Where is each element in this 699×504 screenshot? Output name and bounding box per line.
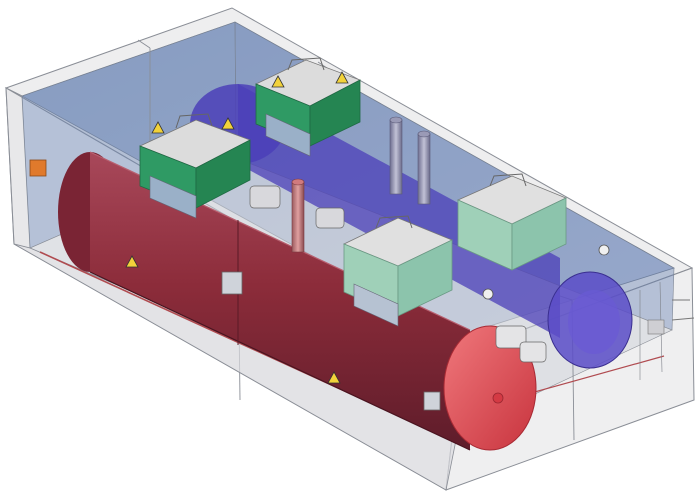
module-front-right: [457, 173, 567, 271]
exhaust-stacks: [291, 116, 431, 253]
module-back-center: [255, 57, 361, 157]
warning-marks: [125, 71, 349, 384]
control-boxes: [29, 159, 441, 411]
module-front-center: [343, 215, 453, 327]
warning-triangle-icon: [125, 255, 139, 268]
warning-triangle-icon: [327, 371, 341, 384]
main-red-tank: [58, 151, 537, 451]
warning-triangle-icon: [271, 75, 285, 88]
warning-triangle-icon: [335, 71, 349, 84]
warning-triangle-icon: [221, 117, 235, 130]
module-back-left: [138, 113, 251, 219]
warning-triangle-icon: [151, 121, 165, 134]
pump-units: [249, 185, 610, 363]
